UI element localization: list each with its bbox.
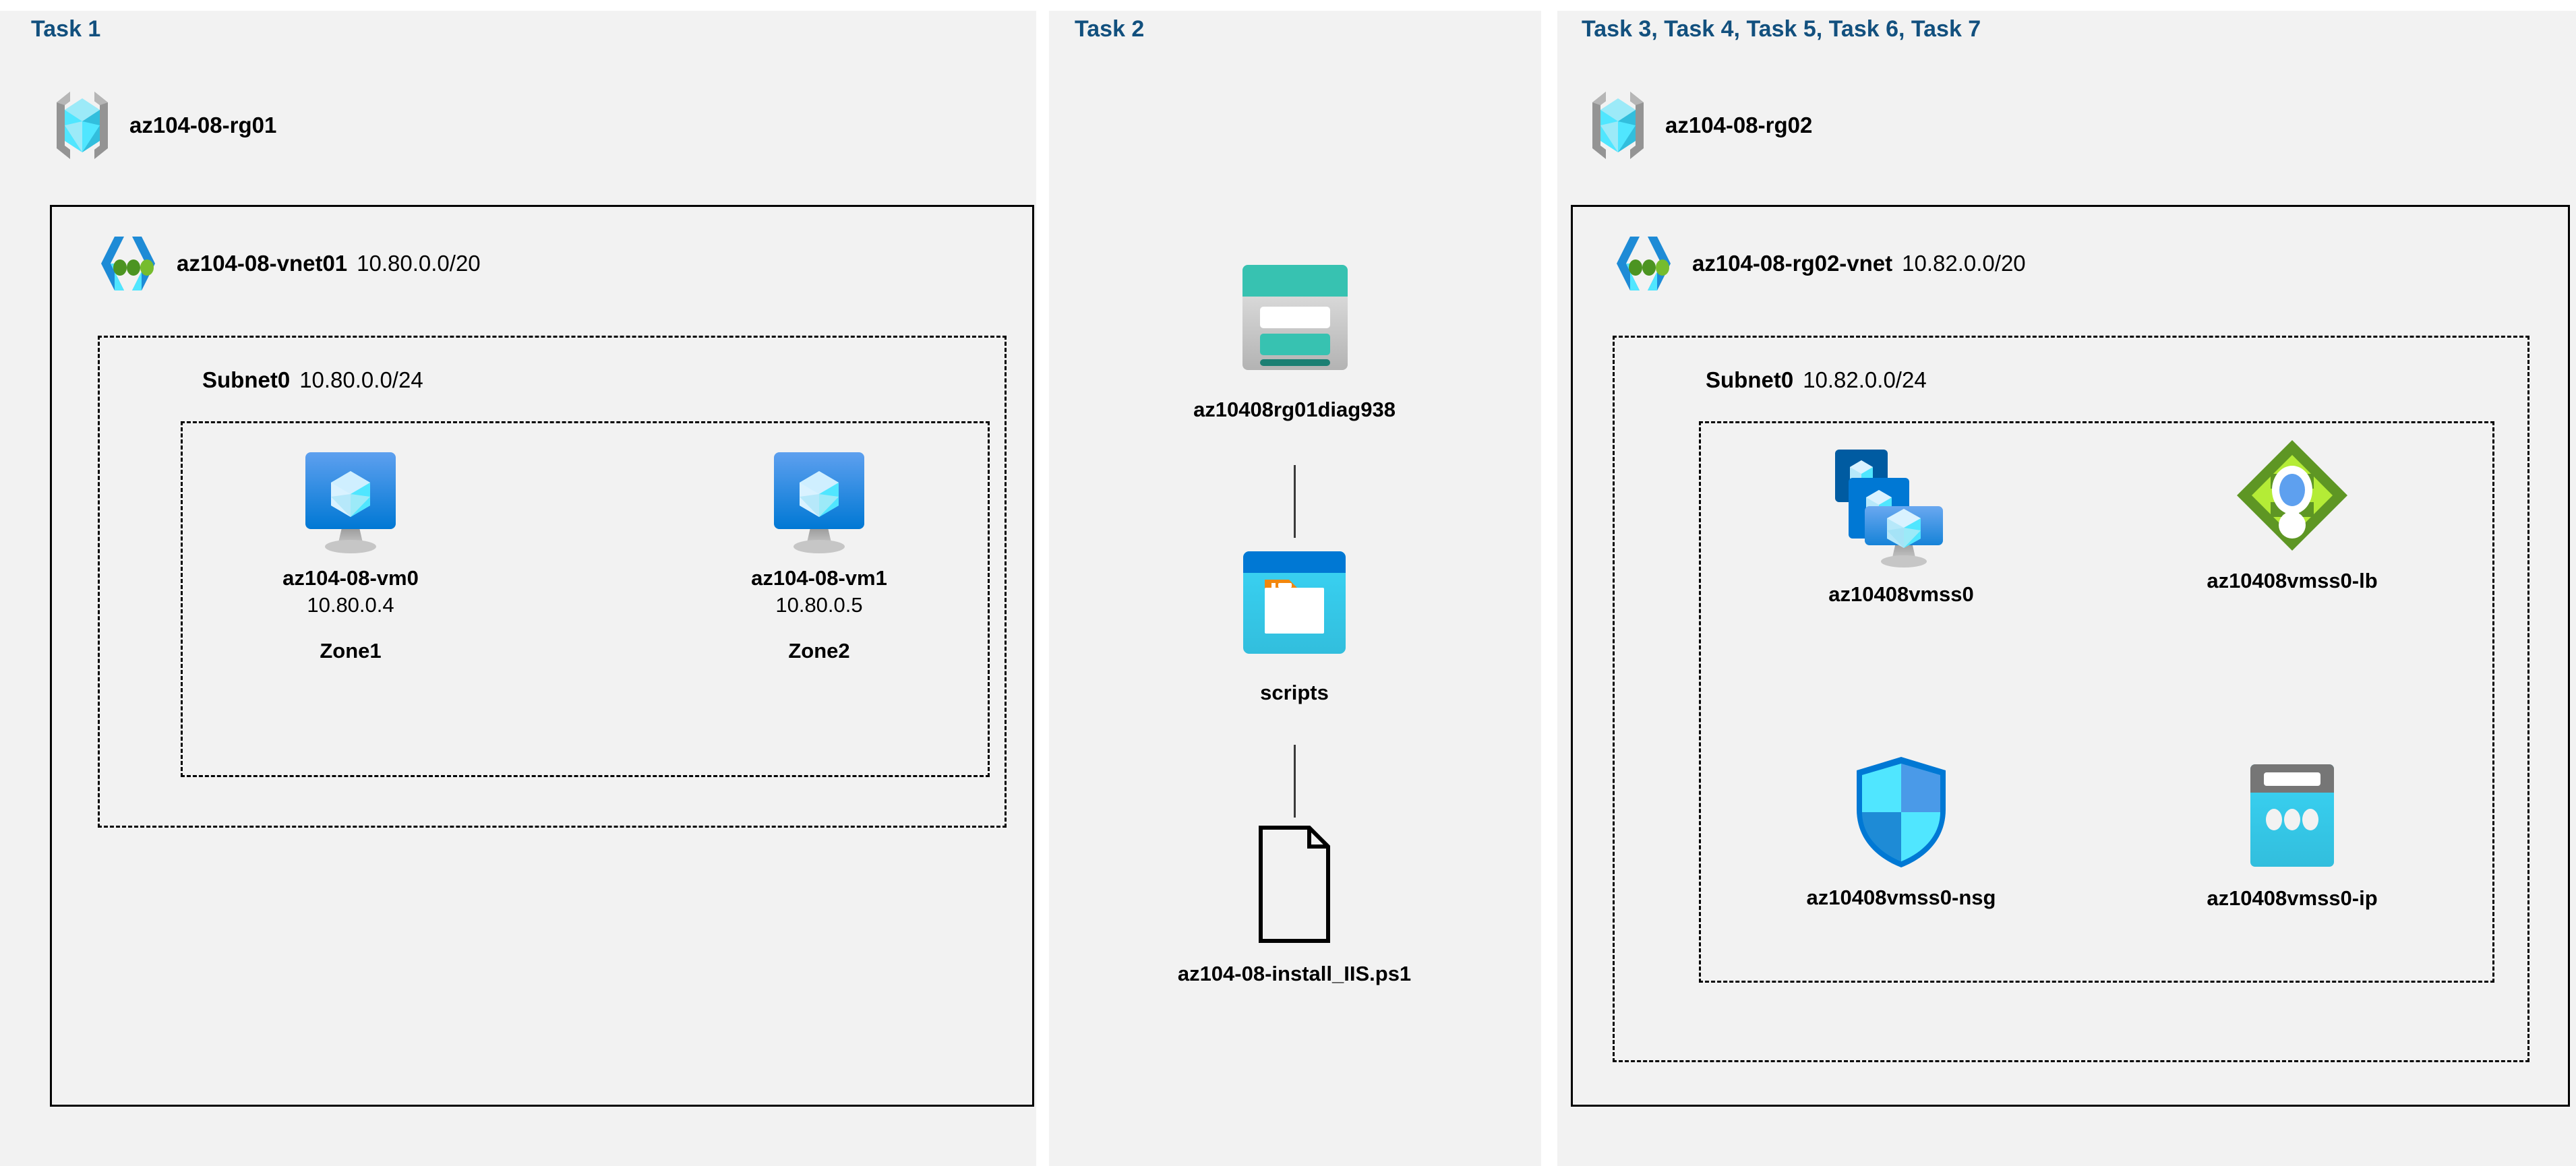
task1-vm-1-name: az104-08-vm1 (751, 566, 887, 590)
task2-connector-container-to-file (1294, 745, 1296, 818)
task3to7-nsg-name: az10408vmss0-nsg (1806, 886, 1996, 909)
resource-group-icon (1586, 88, 1650, 163)
task2-storage-account: az10408rg01diag938 (1139, 259, 1449, 423)
task3to7-nsg: az10408vmss0-nsg (1766, 751, 2036, 911)
task2-script-file: az104-08-install_IIS.ps1 (1119, 824, 1470, 987)
task3to7-resource-group-label: az104-08-rg02 (1665, 113, 1813, 137)
task3to7-public-ip: az10408vmss0-ip (2157, 760, 2427, 912)
task3to7-subnet-label: Subnet0 10.82.0.0/24 (1706, 367, 1927, 393)
task2-connector-storage-to-container (1294, 465, 1296, 538)
task2-blob-container: scripts (1139, 546, 1449, 706)
script-file-icon (1247, 824, 1342, 945)
virtual-machine-icon (300, 448, 401, 556)
task1-vnet-row: az104-08-vnet01 10.80.0.0/20 (94, 233, 481, 295)
task1-subnet-label: Subnet0 10.80.0.0/24 (202, 367, 423, 393)
task3to7-title: Task 3, Task 4, Task 5, Task 6, Task 7 (1582, 16, 1981, 42)
network-security-group-icon (1847, 751, 1955, 873)
task2-storage-account-name: az10408rg01diag938 (1193, 398, 1396, 421)
task1-subnet-name: Subnet0 (202, 367, 291, 392)
virtual-network-icon (1610, 233, 1677, 295)
task1-vm-1-zone: Zone2 (788, 639, 850, 663)
task1-resource-group-label: az104-08-rg01 (129, 113, 277, 137)
task3to7-vmss-name: az10408vmss0 (1828, 582, 1974, 606)
task1-vnet-label: az104-08-vnet01 10.80.0.0/20 (177, 251, 481, 276)
task1-vm-0: az104-08-vm0 10.80.0.4 Zone1 (260, 448, 442, 663)
task3to7-resource-group-box (1699, 421, 2494, 983)
task1-vnet-cidr: 10.80.0.0/20 (357, 251, 481, 276)
virtual-machine-icon (769, 448, 870, 556)
task2-blob-container-name: scripts (1260, 681, 1329, 704)
storage-account-icon (1230, 259, 1358, 381)
blob-container-icon (1234, 546, 1355, 664)
task3to7-public-ip-name: az10408vmss0-ip (2207, 886, 2378, 910)
resource-group-icon (50, 88, 115, 163)
task1-vm-1: az104-08-vm1 10.80.0.5 Zone2 (728, 448, 910, 663)
task1-title: Task 1 (31, 16, 101, 42)
task3to7-vnet-row: az104-08-rg02-vnet 10.82.0.0/20 (1610, 233, 2026, 295)
public-ip-address-icon (2238, 760, 2346, 873)
task3to7-subnet-box (1613, 336, 2529, 1062)
task3to7-subnet-name: Subnet0 (1706, 367, 1794, 392)
task1-vm-0-ip: 10.80.0.4 (307, 592, 394, 617)
virtual-network-icon (94, 233, 162, 295)
task3to7-vnet-name: az104-08-rg02-vnet (1692, 251, 1893, 276)
task3to7-vnet-label: az104-08-rg02-vnet 10.82.0.0/20 (1692, 251, 2026, 276)
task3to7-load-balancer-name: az10408vmss0-lb (2207, 569, 2378, 592)
task3to7-vmss: az10408vmss0 (1766, 441, 2036, 608)
task1-resource-group: az104-08-rg01 (50, 88, 276, 163)
task1-vm-1-ip: 10.80.0.5 (775, 592, 863, 617)
vm-scale-set-icon (1834, 441, 1969, 570)
task2-script-file-name: az104-08-install_IIS.ps1 (1177, 962, 1412, 985)
task3to7-resource-group: az104-08-rg02 (1586, 88, 1812, 163)
task1-vm-group-box (181, 421, 990, 777)
task3to7-vnet-cidr: 10.82.0.0/20 (1902, 251, 2026, 276)
task1-vm-0-name: az104-08-vm0 (282, 566, 419, 590)
task1-vnet-name: az104-08-vnet01 (177, 251, 348, 276)
task3to7-subnet-cidr: 10.82.0.0/24 (1803, 367, 1927, 392)
task1-vm-0-zone: Zone1 (320, 639, 382, 663)
task1-vnet-box (50, 205, 1034, 1107)
load-balancer-icon (2231, 435, 2353, 556)
task1-subnet-box (98, 336, 1007, 828)
task3to7-vnet-box (1571, 205, 2570, 1107)
task3to7-load-balancer: az10408vmss0-lb (2157, 435, 2427, 594)
task2-title: Task 2 (1075, 16, 1145, 42)
task1-subnet-cidr: 10.80.0.0/24 (299, 367, 423, 392)
